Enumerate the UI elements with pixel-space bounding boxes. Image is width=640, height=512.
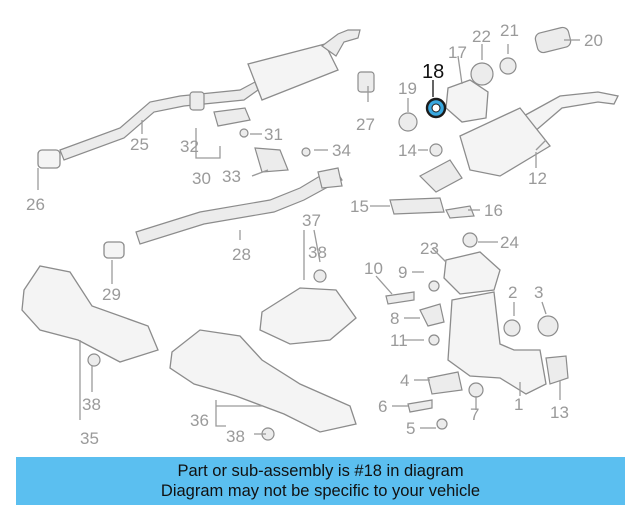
callout-25[interactable]: 25 bbox=[130, 135, 149, 154]
callout-38-left[interactable]: 38 bbox=[82, 395, 101, 414]
callout-11[interactable]: 11 bbox=[390, 331, 408, 350]
callout-38-lower[interactable]: 38 bbox=[226, 427, 245, 446]
callout-16[interactable]: 16 bbox=[484, 201, 503, 220]
callout-18[interactable]: 18 bbox=[422, 61, 444, 83]
callout-5[interactable]: 5 bbox=[406, 419, 415, 438]
banner-line-part: Part or sub-assembly is #18 in diagram bbox=[177, 462, 464, 480]
intermediate-pipe-assembly bbox=[103, 167, 343, 259]
catalytic-converter-assembly bbox=[389, 26, 619, 219]
banner-line-disclaimer: Diagram may not be specific to your vehi… bbox=[160, 482, 481, 500]
particulate-filter-assembly bbox=[385, 232, 569, 430]
callout-19[interactable]: 19 bbox=[398, 79, 417, 98]
callout-37[interactable]: 37 bbox=[302, 211, 321, 230]
callout-2[interactable]: 2 bbox=[508, 283, 517, 302]
callout-27[interactable]: 27 bbox=[356, 115, 375, 134]
rear-exhaust-pipe-assembly bbox=[37, 29, 375, 173]
callout-30[interactable]: 30 bbox=[192, 169, 211, 188]
callout-28[interactable]: 28 bbox=[232, 245, 251, 264]
callout-4[interactable]: 4 bbox=[400, 371, 409, 390]
info-banner: Part or sub-assembly is #18 in diagram D… bbox=[16, 457, 625, 505]
callout-labels: 18 20 21 22 17 19 12 14 15 16 24 23 10 9… bbox=[26, 21, 603, 448]
callout-23[interactable]: 23 bbox=[420, 239, 439, 258]
callout-8[interactable]: 8 bbox=[390, 309, 399, 328]
callout-38-upper[interactable]: 38 bbox=[308, 243, 327, 262]
callout-31[interactable]: 31 bbox=[264, 125, 283, 144]
callout-7[interactable]: 7 bbox=[470, 405, 479, 424]
callout-34[interactable]: 34 bbox=[332, 141, 351, 160]
callout-9[interactable]: 9 bbox=[398, 263, 407, 282]
callout-6[interactable]: 6 bbox=[378, 397, 387, 416]
callout-36[interactable]: 36 bbox=[190, 411, 209, 430]
callout-13[interactable]: 13 bbox=[550, 403, 569, 422]
callout-17[interactable]: 17 bbox=[448, 43, 467, 62]
callout-20[interactable]: 20 bbox=[584, 31, 603, 50]
callout-14[interactable]: 14 bbox=[398, 141, 417, 160]
callout-1[interactable]: 1 bbox=[514, 395, 523, 414]
callout-32[interactable]: 32 bbox=[180, 137, 199, 156]
callout-21[interactable]: 21 bbox=[500, 21, 519, 40]
exploded-parts-diagram: 18 20 21 22 17 19 12 14 15 16 24 23 10 9… bbox=[21, 21, 619, 448]
callout-29[interactable]: 29 bbox=[102, 285, 121, 304]
callout-26[interactable]: 26 bbox=[26, 195, 45, 214]
callout-12[interactable]: 12 bbox=[528, 169, 547, 188]
callout-15[interactable]: 15 bbox=[350, 197, 369, 216]
callout-33[interactable]: 33 bbox=[222, 167, 241, 186]
heat-shields bbox=[21, 265, 357, 441]
callout-22[interactable]: 22 bbox=[472, 27, 491, 46]
callout-3[interactable]: 3 bbox=[534, 283, 543, 302]
callout-24[interactable]: 24 bbox=[500, 233, 519, 252]
callout-10[interactable]: 10 bbox=[364, 259, 383, 278]
callout-35[interactable]: 35 bbox=[80, 429, 99, 448]
leader-lines bbox=[37, 39, 580, 435]
